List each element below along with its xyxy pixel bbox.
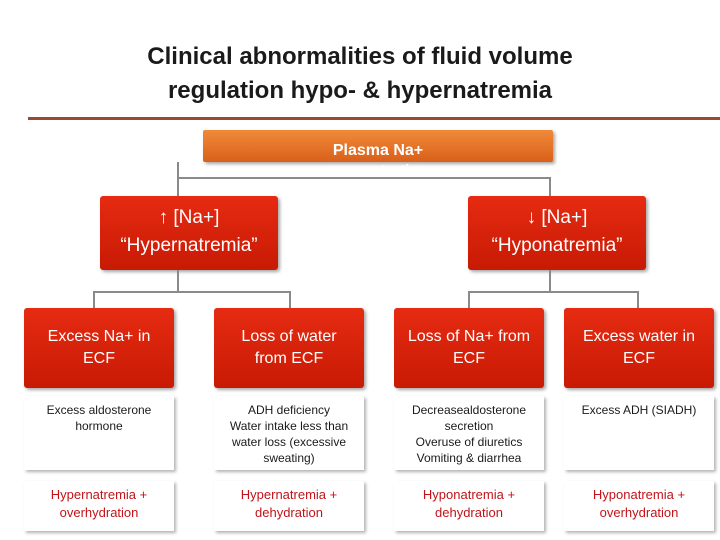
- result-box-excess-na: Hypernatremia + overhydration: [24, 481, 174, 531]
- excess-na-node: Excess Na+ in ECF: [24, 308, 174, 388]
- result-box-excess-water: Hyponatremia + overhydration: [564, 481, 714, 531]
- cause-box-excess-water: Excess ADH (SIADH): [564, 396, 714, 470]
- cause-box-excess-na: Excess aldosterone hormone: [24, 396, 174, 470]
- cause-box-loss-water: ADH deficiency Water intake less than wa…: [214, 396, 364, 470]
- loss-water-node: Loss of water from ECF: [214, 308, 364, 388]
- root-node-sublabel: concentration: [328, 162, 428, 179]
- hyper-arrow-label: ↑ [Na+]: [158, 207, 220, 228]
- connector-to-hyper: [177, 177, 179, 196]
- hypernatremia-node: ↑ [Na+] “Hypernatremia”: [100, 196, 278, 270]
- connector-hypo-down: [549, 270, 551, 292]
- loss-na-label: Loss of Na+ from ECF: [407, 328, 531, 367]
- connector-hyper-down: [177, 270, 179, 292]
- cause-text: ADH deficiency: [247, 403, 331, 417]
- connector-hyper-horizontal: [93, 291, 291, 293]
- title-line-2: regulation hypo- & hypernatremia: [167, 77, 553, 104]
- cause-text: Excess ADH (SIADH): [581, 403, 697, 417]
- cause-text: Excess aldosterone hormone: [46, 403, 152, 433]
- excess-water-node: Excess water in ECF: [564, 308, 714, 388]
- connector-hyper-left: [93, 291, 95, 308]
- result-text: Hypernatremia + overhydration: [50, 487, 148, 520]
- hypo-name-label: “Hyponatremia”: [491, 235, 623, 256]
- cause-text: Decreasealdosterone secretion: [411, 403, 527, 433]
- result-box-loss-na: Hyponatremia + dehydration: [394, 481, 544, 531]
- result-text: Hyponatremia + overhydration: [592, 487, 686, 520]
- title-divider: [28, 117, 720, 120]
- slide-title: Clinical abnormalities of fluid volume r…: [60, 40, 660, 108]
- excess-water-label: Excess water in ECF: [582, 328, 696, 367]
- cause-text: Overuse of diuretics: [415, 435, 523, 449]
- hyponatremia-node: ↓ [Na+] “Hyponatremia”: [468, 196, 646, 270]
- connector-hyper-right: [289, 291, 291, 308]
- title-line-1: Clinical abnormalities of fluid volume: [147, 43, 573, 70]
- excess-na-label: Excess Na+ in ECF: [47, 328, 151, 367]
- cause-text: Vomiting & diarrhea: [416, 451, 522, 465]
- result-text: Hypernatremia + dehydration: [240, 487, 338, 520]
- hyper-name-label: “Hypernatremia”: [120, 235, 258, 256]
- connector-to-hypo: [549, 177, 551, 196]
- root-node-plasma-na: Plasma Na+ concentration: [203, 130, 553, 179]
- connector-hypo-horizontal: [468, 291, 639, 293]
- loss-water-label: Loss of water from ECF: [241, 328, 337, 367]
- hypo-arrow-label: ↓ [Na+]: [526, 207, 588, 228]
- cause-text: Water intake less than water loss (exces…: [229, 419, 349, 465]
- connector-hypo-left: [468, 291, 470, 308]
- root-node-label: Plasma Na+: [332, 142, 424, 159]
- connector-root-horizontal: [177, 177, 550, 179]
- connector-root-down: [177, 162, 179, 178]
- connector-hypo-right: [637, 291, 639, 308]
- loss-na-node: Loss of Na+ from ECF: [394, 308, 544, 388]
- cause-box-loss-na: Decreasealdosterone secretion Overuse of…: [394, 396, 544, 470]
- result-text: Hyponatremia + dehydration: [422, 487, 516, 520]
- result-box-loss-water: Hypernatremia + dehydration: [214, 481, 364, 531]
